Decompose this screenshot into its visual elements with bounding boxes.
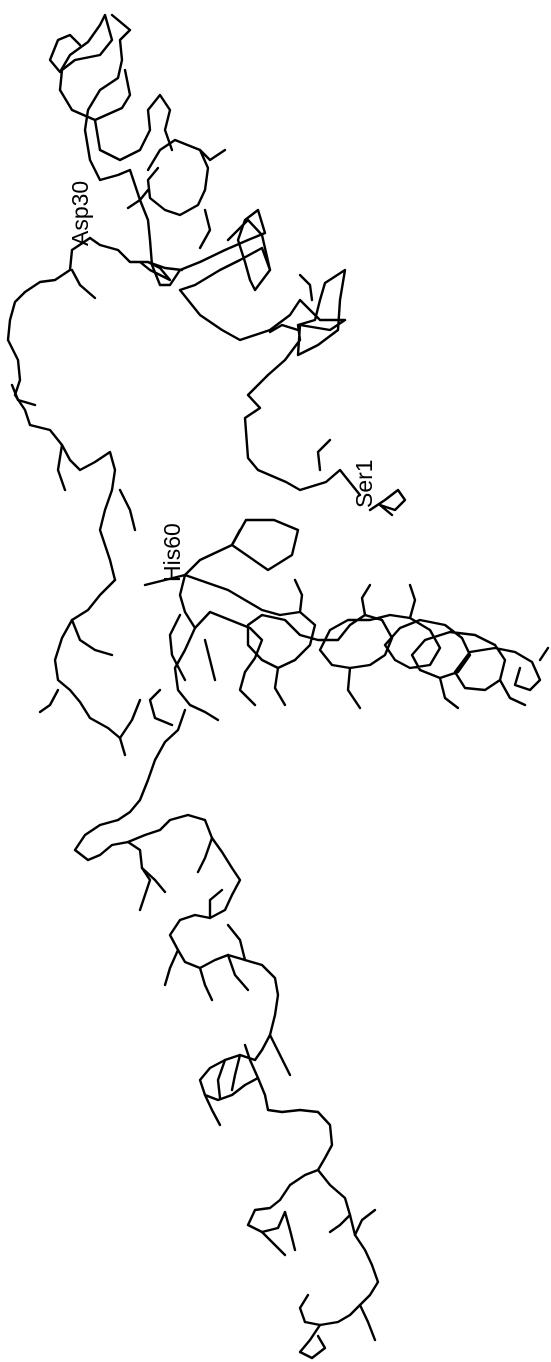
upper-helix-segment bbox=[48, 13, 362, 497]
asp30-segment bbox=[6, 236, 184, 582]
his60-imidazole-ring bbox=[230, 518, 300, 572]
label-his60: His60 bbox=[159, 523, 185, 582]
label-ser1: Ser1 bbox=[351, 459, 377, 508]
his60-segment bbox=[38, 518, 300, 822]
lower-helix-segment bbox=[183, 573, 550, 710]
label-asp30: Asp30 bbox=[67, 181, 93, 246]
lower-chain-segment bbox=[73, 813, 380, 1360]
ser1-fragment bbox=[368, 488, 407, 517]
